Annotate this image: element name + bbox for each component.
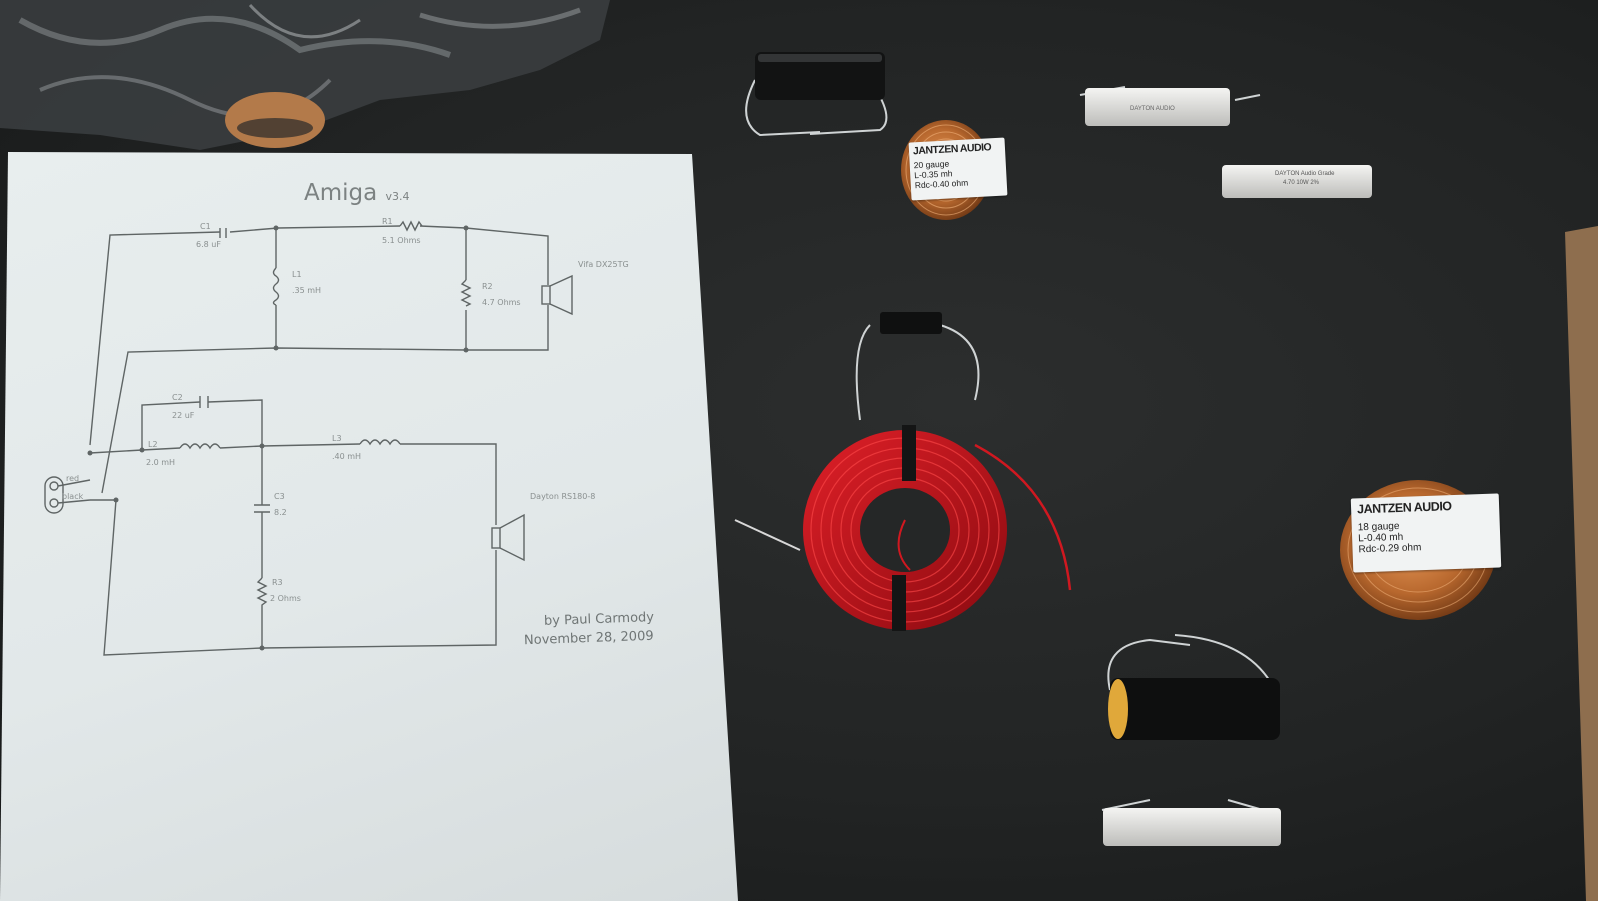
svg-text:DAYTON AUDIO: DAYTON AUDIO — [1130, 106, 1175, 112]
schematic-title: Amiga v3.4 — [304, 180, 410, 206]
inductor-small-label: JANTZEN AUDIO 20 gauge L-0.35 mh Rdc-0.4… — [908, 137, 1008, 201]
l2-value: 2.0 mH — [146, 458, 176, 467]
l3-label: L3 — [332, 434, 342, 443]
wooden-board — [1565, 226, 1598, 901]
l2-label: L2 — [148, 440, 158, 449]
l1-value: .35 mH — [292, 286, 322, 295]
l1-label: L1 — [292, 270, 302, 279]
tweeter-label: Vifa DX25TG — [578, 260, 629, 269]
schematic-paper — [0, 152, 738, 901]
l3-value: .40 mH — [332, 452, 362, 461]
resistor-right-text-1: DAYTON Audio Grade — [1275, 171, 1335, 177]
ceramic-resistor-right — [1222, 165, 1372, 198]
c1-label: C1 — [200, 222, 211, 231]
c2-value: 22 uF — [172, 411, 195, 420]
terminal-red-label: red — [66, 474, 80, 483]
r1-label: R1 — [382, 217, 393, 226]
inductor-large-label: JANTZEN AUDIO 18 gauge L-0.40 mh Rdc-0.2… — [1350, 493, 1502, 573]
resistor-right-text-2: 4.70 10W 2% — [1283, 180, 1320, 186]
r2-label: R2 — [482, 282, 493, 291]
c2-label: C2 — [172, 393, 183, 402]
ceramic-resistor-bottom — [1101, 799, 1281, 846]
r3-value: 2 Ohms — [270, 594, 301, 603]
ceramic-resistor-top: DAYTON AUDIO — [1079, 86, 1261, 126]
c1-value: 6.8 uF — [196, 240, 221, 249]
capacitor-bottom — [1107, 634, 1280, 740]
r1-value: 5.1 Ohms — [382, 236, 421, 245]
capacitor-top — [745, 52, 888, 137]
capacitor-middle — [855, 312, 980, 421]
terminal-black-label: black — [62, 492, 84, 501]
red-air-core-coil — [734, 425, 1072, 631]
r3-label: R3 — [272, 578, 283, 587]
c3-value: 8.2 — [274, 508, 287, 517]
woofer-label: Dayton RS180-8 — [530, 492, 596, 501]
c3-label: C3 — [274, 492, 285, 501]
r2-value: 4.7 Ohms — [482, 298, 521, 307]
